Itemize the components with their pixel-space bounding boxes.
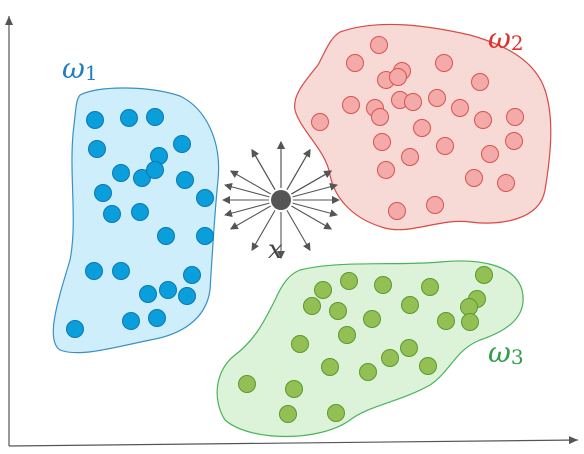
query-arrow-5 <box>286 210 311 252</box>
point-w2-25 <box>497 174 515 192</box>
point-w2-24 <box>465 169 483 187</box>
point-w1-22 <box>122 312 140 330</box>
point-w1-15 <box>196 227 214 245</box>
point-w1-8 <box>146 161 164 179</box>
point-w2-26 <box>388 202 406 220</box>
point-w2-3 <box>435 54 453 72</box>
point-w3-14 <box>291 335 309 353</box>
point-w1-12 <box>103 205 121 223</box>
region-omega-3 <box>216 260 524 438</box>
point-w2-18 <box>373 133 391 151</box>
point-w1-0 <box>86 111 104 129</box>
query-arrow-7 <box>251 210 276 252</box>
point-w2-0 <box>370 36 388 54</box>
point-w2-14 <box>371 108 389 126</box>
query-arrow-18 <box>292 182 338 198</box>
point-w3-6 <box>329 302 347 320</box>
points-layer <box>66 36 524 423</box>
point-w2-23 <box>377 161 395 179</box>
point-w3-18 <box>359 363 377 381</box>
point-w3-20 <box>238 375 256 393</box>
label-omega-1: ω1 <box>62 52 98 85</box>
point-w3-9 <box>460 298 478 316</box>
point-w3-7 <box>401 296 419 314</box>
query-arrows <box>222 141 340 259</box>
point-w3-12 <box>461 313 479 331</box>
point-w2-16 <box>474 111 492 129</box>
query-point <box>271 190 291 210</box>
point-w1-16 <box>85 262 103 280</box>
point-w1-2 <box>146 108 164 126</box>
point-w2-1 <box>346 54 364 72</box>
point-w1-19 <box>159 281 177 299</box>
point-w1-3 <box>88 140 106 158</box>
point-w2-21 <box>505 132 523 150</box>
query-arrow-14 <box>291 170 333 195</box>
point-w1-13 <box>131 203 149 221</box>
point-w3-5 <box>303 297 321 315</box>
label-omega-2: ω2 <box>488 22 524 55</box>
point-w1-4 <box>173 135 191 153</box>
point-w1-23 <box>148 309 166 327</box>
point-w2-22 <box>401 148 419 166</box>
point-w3-17 <box>321 358 339 376</box>
query-arrow-15 <box>292 202 338 218</box>
point-w3-15 <box>381 349 399 367</box>
point-w1-17 <box>112 262 130 280</box>
query-point-group: x <box>222 141 340 265</box>
point-w3-10 <box>363 310 381 328</box>
point-w3-11 <box>437 312 455 330</box>
point-w1-7 <box>133 169 151 187</box>
point-w3-13 <box>338 326 356 344</box>
point-w2-7 <box>342 96 360 114</box>
point-w2-27 <box>426 196 444 214</box>
point-w1-14 <box>157 227 175 245</box>
point-w2-19 <box>436 137 454 155</box>
point-w1-20 <box>139 285 157 303</box>
point-w3-3 <box>475 266 493 284</box>
point-w1-18 <box>183 266 201 284</box>
point-w1-11 <box>196 189 214 207</box>
point-w2-13 <box>311 113 329 131</box>
label-omega-3: ω3 <box>488 336 524 369</box>
query-arrow-19 <box>251 148 276 190</box>
point-w1-6 <box>112 164 130 182</box>
point-w2-20 <box>481 145 499 163</box>
point-w3-23 <box>279 405 297 423</box>
point-w1-10 <box>94 184 112 202</box>
point-w2-15 <box>413 119 431 137</box>
query-arrow-17 <box>224 182 270 198</box>
point-w2-5 <box>389 68 407 86</box>
point-w1-1 <box>120 109 138 127</box>
point-w3-2 <box>421 278 439 296</box>
point-w2-11 <box>428 89 446 107</box>
point-w3-16 <box>400 339 418 357</box>
point-w3-1 <box>374 276 392 294</box>
point-w1-24 <box>66 320 84 338</box>
query-arrow-10 <box>229 170 271 195</box>
query-label: x <box>268 235 283 265</box>
query-arrow-16 <box>224 202 270 218</box>
point-w2-6 <box>471 73 489 91</box>
region-omega-1 <box>52 87 220 354</box>
point-w1-9 <box>176 171 194 189</box>
query-arrow-4 <box>291 205 333 230</box>
axes <box>4 16 579 447</box>
point-w3-19 <box>419 357 437 375</box>
point-w3-4 <box>314 281 332 299</box>
point-w3-21 <box>285 380 303 398</box>
point-w2-12 <box>451 99 469 117</box>
point-w2-17 <box>506 108 524 126</box>
point-w2-10 <box>404 93 422 111</box>
point-w1-21 <box>178 287 196 305</box>
query-arrow-13 <box>286 148 311 190</box>
point-w3-0 <box>340 272 358 290</box>
query-arrow-8 <box>229 205 271 230</box>
x-axis <box>8 436 579 447</box>
point-w3-22 <box>327 404 345 422</box>
